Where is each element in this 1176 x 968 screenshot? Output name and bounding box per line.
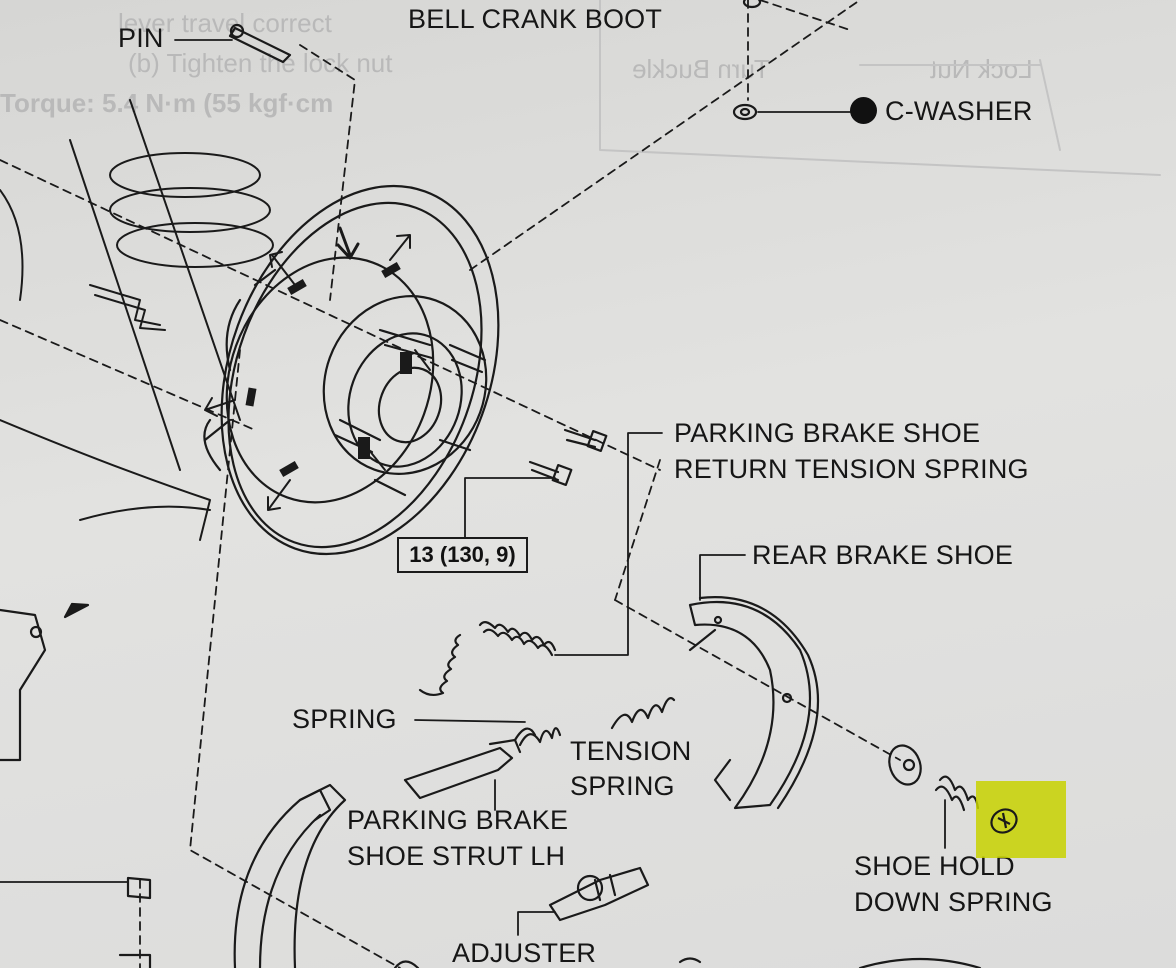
grease-spots bbox=[245, 262, 412, 477]
spring-part bbox=[513, 727, 562, 747]
hub-studs bbox=[333, 328, 487, 497]
bleed-text-line1: lever travel correct bbox=[118, 8, 332, 38]
label-pb-shoe-return-line1: PARKING BRAKE SHOE bbox=[674, 418, 981, 448]
label-strut-line1: PARKING BRAKE bbox=[347, 805, 569, 835]
bleed-frame bbox=[599, 0, 1161, 176]
tension-spring-part bbox=[610, 697, 676, 730]
bleed-text-line3: Torque: 5.4 N·m (55 kgf·cm bbox=[0, 88, 334, 118]
label-hold-down-line2: DOWN SPRING bbox=[854, 887, 1053, 917]
label-tension-spring-line2: SPRING bbox=[570, 771, 675, 801]
rear-brake-shoe bbox=[688, 596, 820, 810]
return-tension-spring bbox=[478, 621, 557, 657]
black-arrow bbox=[336, 226, 360, 260]
assembly-guide-lines bbox=[0, 0, 901, 968]
filled-circle-icon bbox=[850, 97, 877, 124]
left-black-arrow bbox=[63, 602, 90, 619]
label-c-washer: C-WASHER bbox=[850, 97, 1033, 125]
torque-spec-box: 13 (130, 9) bbox=[397, 537, 528, 573]
drum-edge bbox=[858, 957, 982, 968]
parking-brake-strut bbox=[403, 738, 522, 800]
c-washer-part bbox=[732, 0, 762, 121]
bleed-text-line2: (b) Tighten the lock nut bbox=[128, 48, 393, 78]
parking-brake-shoe bbox=[233, 783, 347, 968]
c-washer-text: C-WASHER bbox=[885, 96, 1033, 126]
label-pin: PIN bbox=[118, 23, 164, 53]
adjuster-part bbox=[548, 866, 650, 922]
highlight-marker bbox=[976, 781, 1066, 858]
coil-spring bbox=[0, 99, 274, 541]
label-pb-shoe-return-line2: RETURN TENSION SPRING bbox=[674, 454, 1029, 484]
small-hook-bottom bbox=[678, 957, 702, 964]
leader-lines bbox=[0, 39, 946, 936]
hub-bolts bbox=[528, 428, 608, 487]
backing-plate bbox=[203, 184, 500, 556]
spring-diagonal bbox=[418, 633, 462, 697]
label-strut-line2: SHOE STRUT LH bbox=[347, 841, 566, 871]
label-bell-crank-boot: BELL CRANK BOOT bbox=[408, 4, 663, 34]
label-adjuster: ADJUSTER bbox=[452, 938, 597, 968]
pin-part bbox=[228, 23, 292, 64]
label-tension-spring-line1: TENSION bbox=[570, 736, 692, 766]
hold-down-parts bbox=[888, 744, 980, 812]
small-part-bottom bbox=[393, 960, 420, 968]
label-rear-brake-shoe: REAR BRAKE SHOE bbox=[752, 540, 1014, 570]
left-parts bbox=[0, 608, 152, 968]
label-spring: SPRING bbox=[292, 704, 397, 734]
cable-hook-part bbox=[89, 284, 166, 331]
